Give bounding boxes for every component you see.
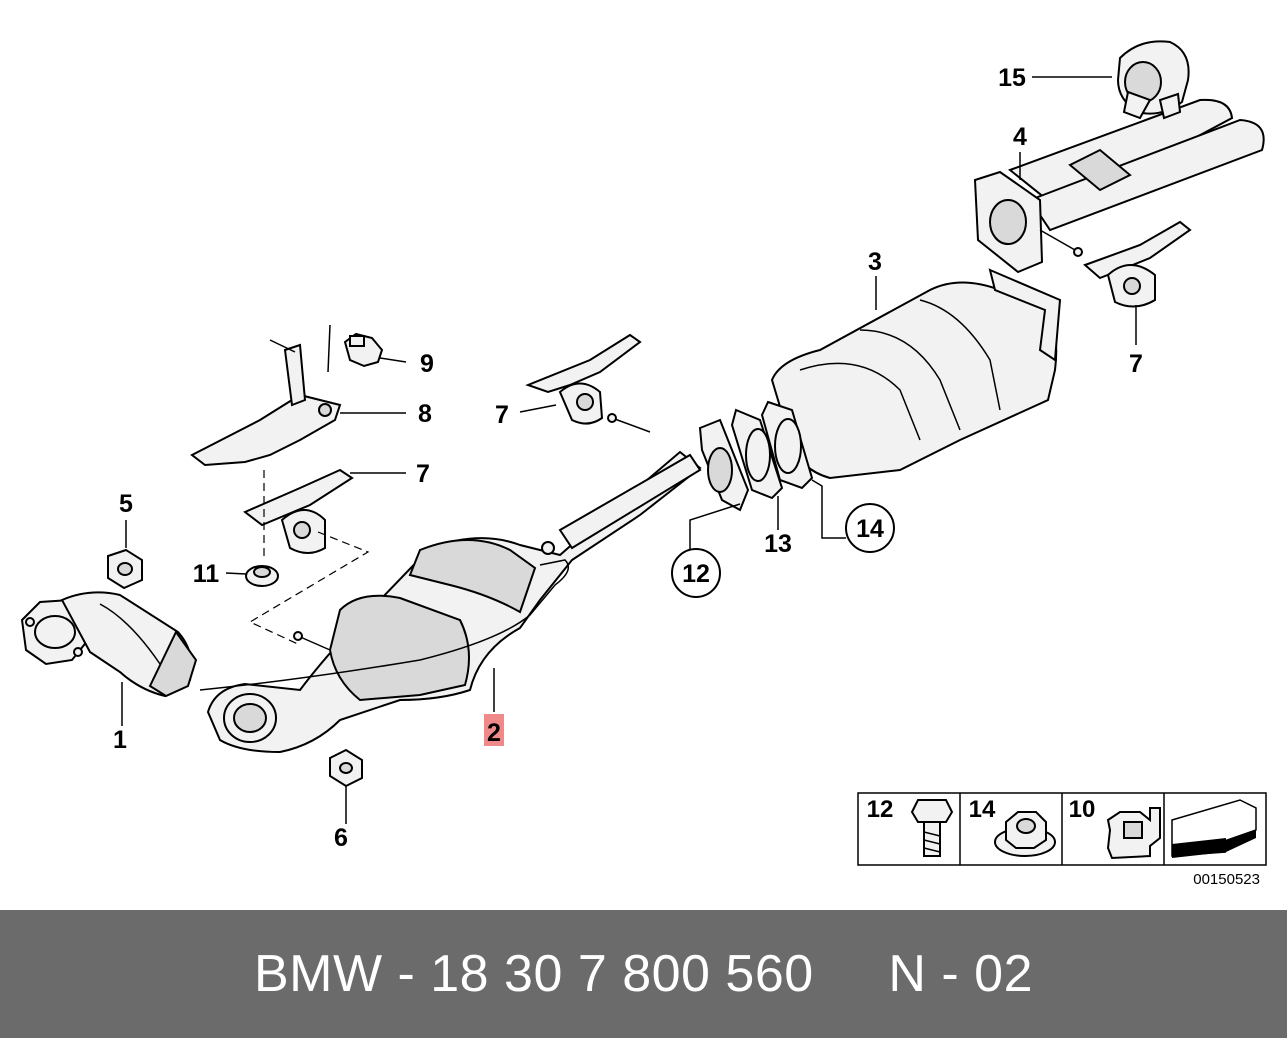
label-12-circle [671,548,721,598]
part-6-nut [329,748,363,788]
label-15: 15 [998,64,1026,92]
label-13: 13 [764,530,792,558]
part-8-bracket [190,324,342,467]
legend-item-10-number: 10 [1069,796,1096,823]
footer-bar: BMW - 18 30 7 800 560 N - 02 [0,910,1287,1038]
sensor-rod [293,413,651,651]
part-1-front-converter [20,591,198,698]
part-15-clamp [1116,40,1190,120]
legend-box: 12 14 10 [857,792,1267,866]
legend-item-12-number: 12 [867,796,894,823]
legend-item-14-number: 14 [969,796,996,823]
label-14: 14 [856,515,884,543]
label-2-highlight [484,714,504,746]
part-4-rear-pipe [973,98,1265,274]
part-3-center-muffler [770,268,1062,480]
label-14-circle [845,503,895,553]
part-7-hanger-center [525,333,642,425]
exhaust-diagram: 1 2 3 4 5 6 7 7 7 8 9 11 13 15 12 14 12 … [20,40,1267,888]
label-7-center: 7 [495,401,509,429]
label-7-right: 7 [1129,350,1143,378]
part-7-hanger-left [243,468,354,554]
label-11: 11 [193,560,220,588]
label-4: 4 [1013,123,1027,151]
image-code: 00150523 [1193,871,1260,888]
part-13-gasket [730,400,814,500]
leader-lines [121,76,1137,824]
arrow-icon [1171,799,1257,858]
label-12: 12 [682,560,710,588]
part-5-nut [107,548,143,590]
dashed-guide-1 [248,531,370,646]
part-2-particulate-filter [199,418,750,754]
footer-part-number: BMW - 18 30 7 800 560 N - 02 [253,945,1034,1003]
label-1: 1 [113,726,127,754]
nut-icon [994,811,1056,857]
label-6: 6 [334,824,348,852]
label-9: 9 [420,350,434,378]
bolt-icon [910,799,954,857]
label-8: 8 [418,400,432,428]
part-7-hanger-right [1083,220,1192,308]
label-3: 3 [868,248,882,276]
label-5: 5 [119,490,133,518]
part-11-nut [245,565,279,587]
label-2: 2 [487,719,501,747]
label-7-left: 7 [416,460,430,488]
clip-icon [1106,807,1161,860]
part-9-bolt [343,332,384,368]
